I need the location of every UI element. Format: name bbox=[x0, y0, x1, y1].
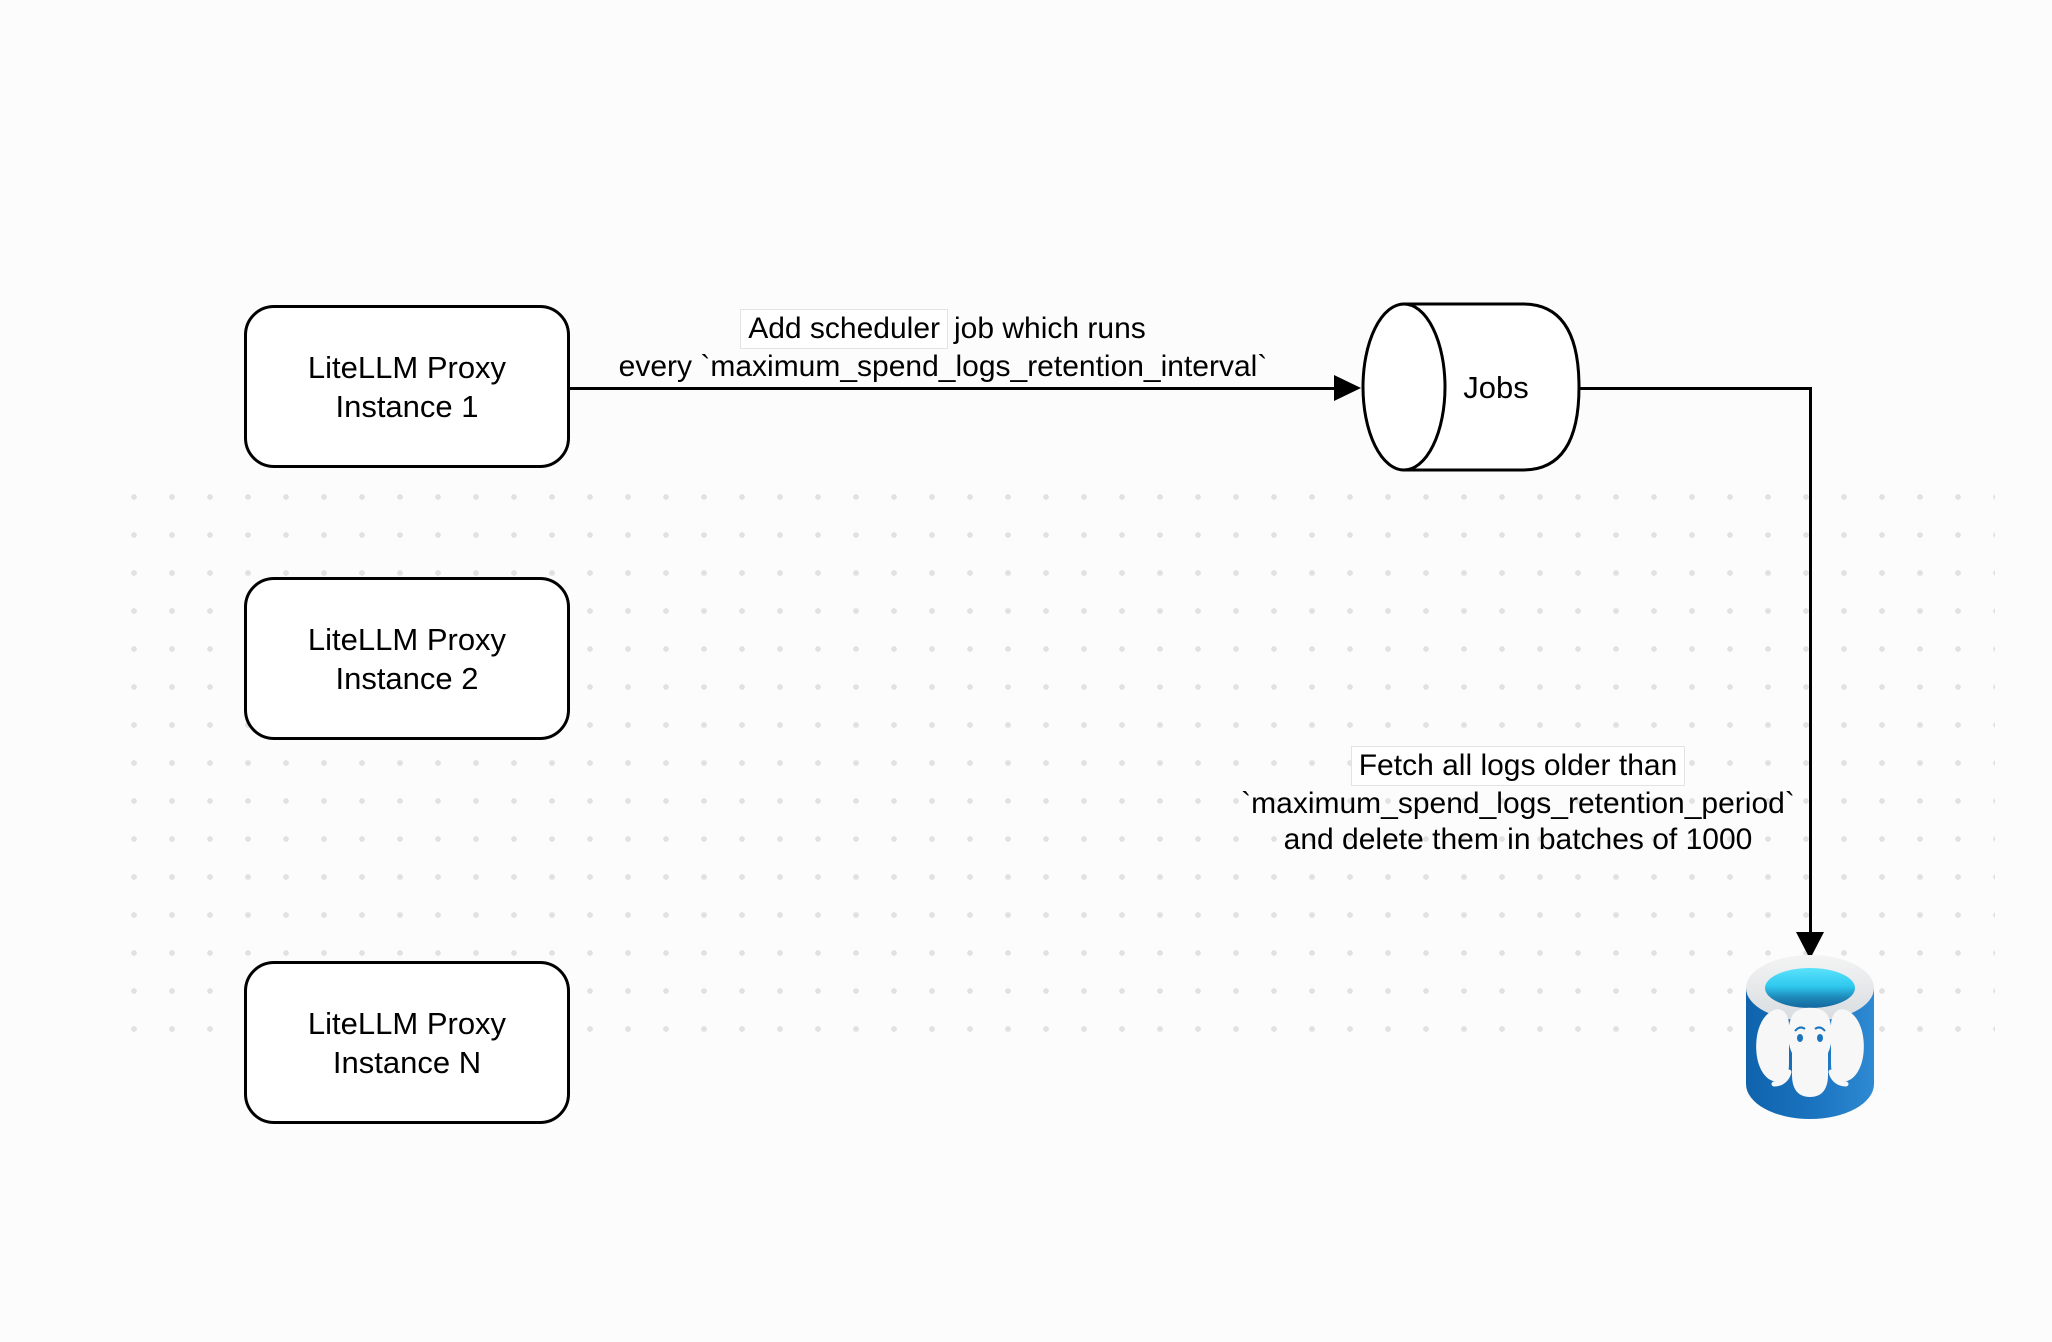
node-label: LiteLLM Proxy Instance N bbox=[307, 1005, 507, 1080]
node-label: LiteLLM Proxy Instance 1 bbox=[307, 349, 507, 424]
scheduler-edge-label-boxed-text: Add scheduler bbox=[740, 309, 949, 349]
fetch-edge-label-boxed-text: Fetch all logs older than bbox=[1350, 746, 1686, 786]
jobs-node-label: Jobs bbox=[1463, 370, 1529, 405]
scheduler-edge-label-rest-text: job which runs bbox=[954, 312, 1146, 345]
node-label: LiteLLM Proxy Instance 2 bbox=[307, 621, 507, 696]
fetch-edge-label-line1: Fetch all logs older than bbox=[1238, 746, 1798, 786]
fetch-edge-vertical-line bbox=[1809, 387, 1812, 933]
fetch-edge-horizontal-line bbox=[1580, 387, 1811, 390]
jobs-cylinder-icon bbox=[1361, 302, 1581, 472]
postgresql-database-icon bbox=[1746, 955, 1874, 1119]
scheduler-edge-label-line2: every `maximum_spend_logs_retention_inte… bbox=[618, 350, 1268, 383]
arrowhead-down-icon bbox=[1796, 932, 1824, 959]
node-litellm-proxy-instance-2: LiteLLM Proxy Instance 2 bbox=[244, 577, 570, 740]
node-litellm-proxy-instance-1: LiteLLM Proxy Instance 1 bbox=[244, 305, 570, 468]
fetch-edge-label-line2: `maximum_spend_logs_retention_period` bbox=[1241, 787, 1795, 820]
arrowhead-right-icon bbox=[1334, 375, 1361, 401]
scheduler-edge-line bbox=[570, 387, 1336, 390]
node-litellm-proxy-instance-n: LiteLLM Proxy Instance N bbox=[244, 961, 570, 1124]
fetch-edge-label-line3: and delete them in batches of 1000 bbox=[1283, 823, 1753, 856]
fetch-edge-label: Fetch all logs older than `maximum_spend… bbox=[1238, 746, 1798, 858]
